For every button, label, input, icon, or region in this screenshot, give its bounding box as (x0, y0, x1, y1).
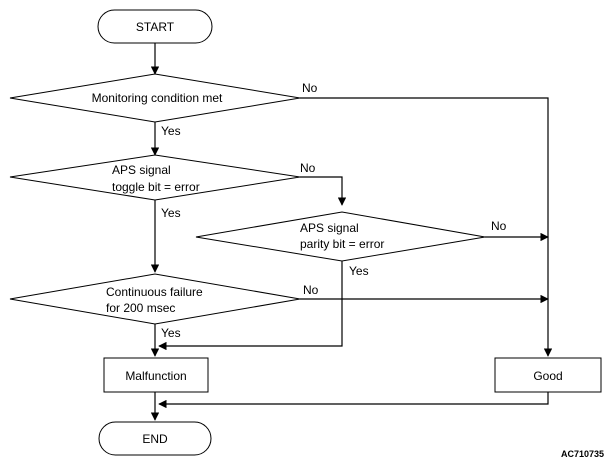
continuous-no-label: No (303, 283, 319, 297)
start-terminal: START (97, 9, 213, 44)
malfunction-box: Malfunction (103, 357, 209, 393)
toggle-yes-label: Yes (161, 206, 181, 220)
continuous-yes-label: Yes (161, 326, 181, 340)
arrow-toggle-no-to-parity (300, 176, 347, 206)
toggle-bit-decision: APS signal toggle bit = error (9, 154, 301, 201)
arrow-monitoring-no-to-good (300, 97, 553, 357)
connectors (150, 43, 553, 421)
continuous-label-line2: for 200 msec (106, 301, 175, 315)
parity-label-line2: parity bit = error (300, 237, 384, 251)
malfunction-label: Malfunction (125, 369, 186, 383)
continuous-label-line1: Continuous failure (106, 285, 203, 299)
monitoring-decision: Monitoring condition met (9, 73, 301, 123)
continuous-failure-decision: Continuous failure for 200 msec (9, 273, 301, 325)
parity-bit-decision: APS signal parity bit = error (195, 211, 486, 262)
good-box: Good (494, 357, 602, 393)
arrow-parity-yes-to-malfunction (158, 261, 343, 351)
toggle-no-label: No (300, 161, 316, 175)
end-terminal: END (98, 421, 212, 456)
good-label: Good (533, 369, 562, 383)
toggle-label-line1: APS signal (112, 163, 171, 177)
parity-no-label: No (491, 219, 507, 233)
parity-label-line1: APS signal (300, 221, 359, 235)
monitoring-label: Monitoring condition met (92, 91, 223, 105)
monitoring-yes-label: Yes (161, 124, 181, 138)
toggle-label-line2: toggle bit = error (112, 180, 200, 194)
arrow-good-to-end (158, 392, 549, 409)
parity-yes-label: Yes (349, 264, 369, 278)
end-label: END (142, 432, 168, 446)
start-label: START (136, 20, 175, 34)
figure-code: AC710735 (561, 449, 604, 459)
monitoring-no-label: No (302, 81, 318, 95)
